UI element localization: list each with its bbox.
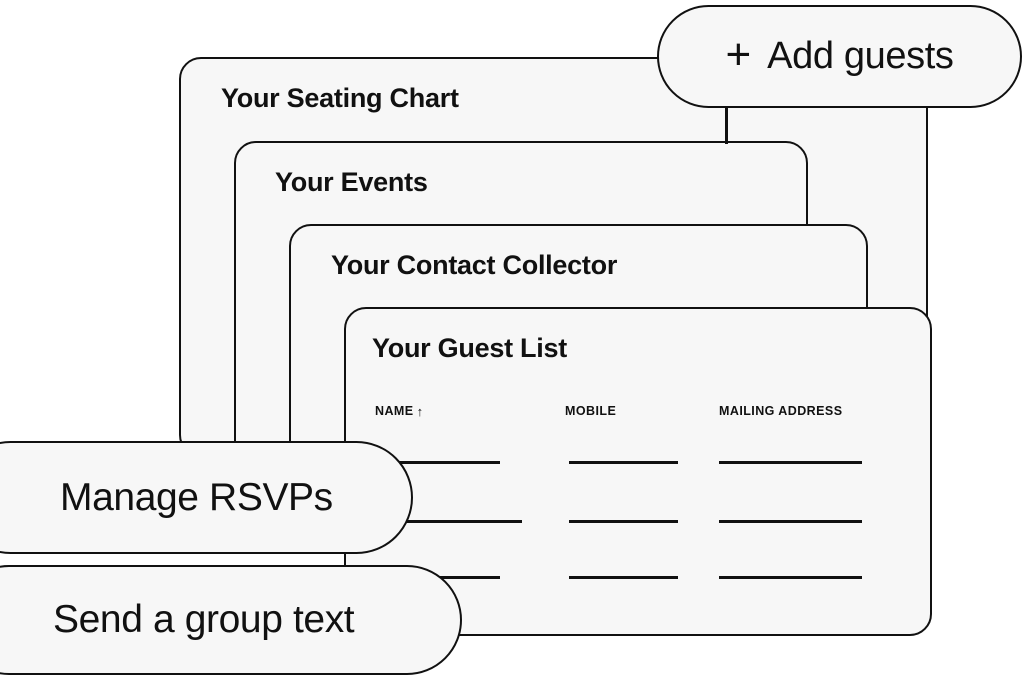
row-1-address-field[interactable]: [719, 461, 862, 464]
plus-icon: +: [725, 29, 752, 79]
row-1-mobile-field[interactable]: [569, 461, 678, 464]
column-header-mobile[interactable]: MOBILE: [565, 404, 617, 418]
card-title-seating-chart: Your Seating Chart: [221, 83, 459, 113]
row-3-address-field[interactable]: [719, 576, 862, 579]
card-title-your-events: Your Events: [275, 167, 428, 197]
row-1-name-field[interactable]: [375, 461, 500, 464]
row-2-mobile-field[interactable]: [569, 520, 678, 523]
column-header-name[interactable]: NAME↑: [375, 404, 424, 418]
send-group-text-label: Send a group text: [53, 598, 355, 641]
guest-list-table: NAME↑ MOBILE MAILING ADDRESS: [344, 307, 932, 636]
add-guests-label: Add guests: [767, 35, 954, 77]
column-header-name-label: NAME: [375, 404, 414, 418]
add-guests-button[interactable]: + Add guests: [657, 5, 1022, 108]
column-header-mailing-address[interactable]: MAILING ADDRESS: [719, 404, 843, 418]
row-2-address-field[interactable]: [719, 520, 862, 523]
manage-rsvps-label: Manage RSVPs: [60, 475, 333, 519]
connector-line: [725, 100, 728, 144]
card-title-guest-list: Your Guest List: [372, 333, 567, 363]
row-2-name-field[interactable]: [375, 520, 522, 523]
row-3-mobile-field[interactable]: [569, 576, 678, 579]
card-title-contact-collector: Your Contact Collector: [331, 250, 618, 280]
sort-ascending-icon: ↑: [416, 404, 424, 419]
manage-rsvps-button[interactable]: Manage RSVPs: [0, 441, 413, 554]
send-group-text-button[interactable]: Send a group text: [0, 565, 462, 675]
